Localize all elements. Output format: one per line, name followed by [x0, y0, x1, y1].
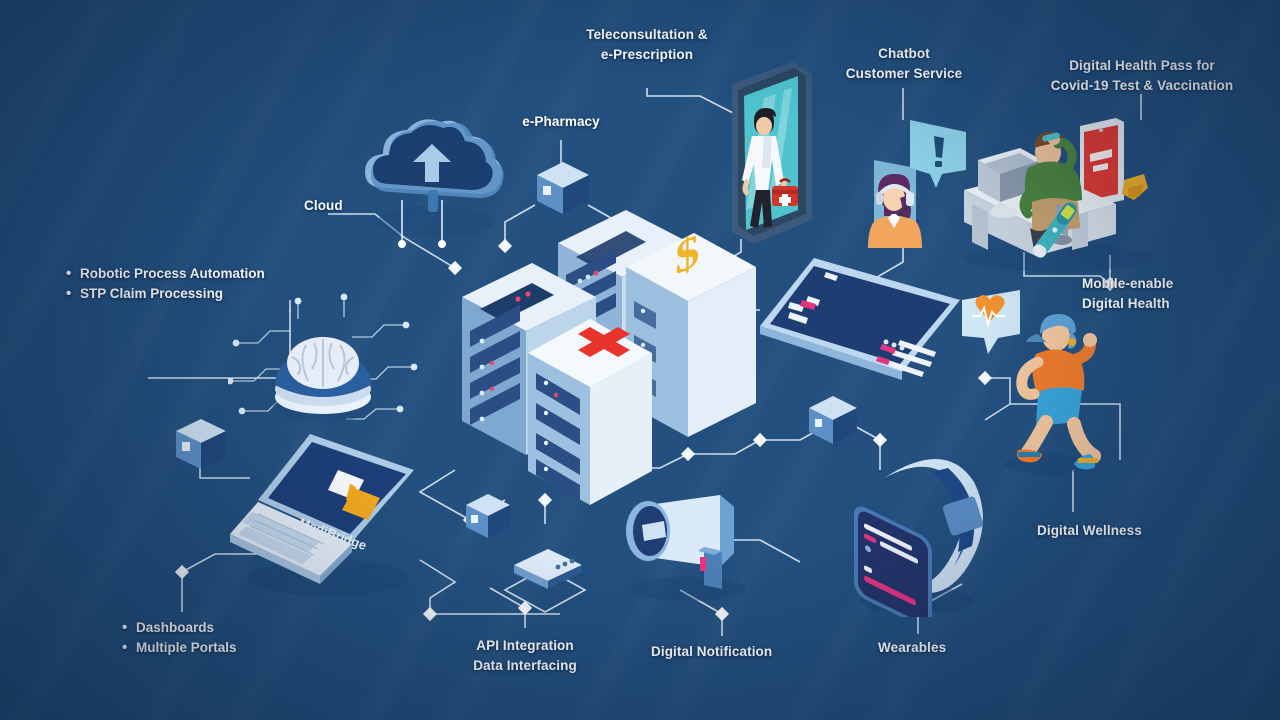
doctor-telemedicine-icon: [732, 62, 812, 244]
cloud-connector-legs: [398, 200, 446, 248]
data-cube-icon: [537, 162, 589, 214]
label-digital-notification: Digital Notification: [651, 644, 773, 659]
megaphone-icon: [626, 495, 746, 601]
label-health-pass: Digital Health Pass for Covid-19 Test & …: [1050, 58, 1234, 93]
medical-cross-icon: [578, 327, 630, 357]
list-item: Dashboards: [120, 617, 350, 640]
heart-rate-bubble-icon: [962, 290, 1020, 354]
tablet-icon: [760, 258, 960, 380]
thermometer-icon: [1032, 202, 1077, 258]
alert-bubble-icon: [910, 120, 966, 188]
dollar-sign-icon: $: [675, 222, 699, 285]
cloud-upload-icon: [365, 119, 504, 238]
runner-fitness-icon: [962, 290, 1101, 474]
laptop-icon: MediBridge: [230, 434, 414, 596]
server-rack-icon: $: [462, 210, 756, 505]
list-item: STP Claim Processing: [64, 283, 294, 306]
ai-brain-icon: [228, 293, 418, 423]
portals-bullet-list: Dashboards Multiple Portals: [120, 617, 350, 660]
svg-text:$: $: [675, 222, 699, 285]
router-icon: [514, 549, 582, 589]
label-chatbot: Chatbot Customer Service: [845, 46, 963, 81]
support-agent-icon: [868, 120, 966, 248]
list-item: Robotic Process Automation: [64, 263, 294, 286]
home-office-icon: [963, 118, 1153, 272]
list-item: Multiple Portals: [120, 637, 350, 660]
smartwatch-icon: [854, 458, 984, 617]
label-teleconsultation: Teleconsultation & e-Prescription: [586, 27, 708, 62]
label-digital-wellness: Digital Wellness: [1037, 523, 1142, 538]
label-api-integration: API Integration Data Interfacing: [473, 638, 577, 673]
phone-temperature-icon: [1080, 118, 1124, 208]
label-wearables: Wearables: [878, 640, 947, 655]
rpa-bullet-list: Robotic Process Automation STP Claim Pro…: [64, 263, 294, 306]
label-e-pharmacy: e-Pharmacy: [522, 114, 600, 129]
data-cube-icon: [176, 419, 226, 469]
data-cube-icon: [466, 494, 510, 538]
label-mobile-health: Mobile-enable Digital Health: [1082, 276, 1174, 311]
data-cube-icon: [809, 396, 857, 444]
label-cloud: Cloud: [304, 198, 343, 213]
